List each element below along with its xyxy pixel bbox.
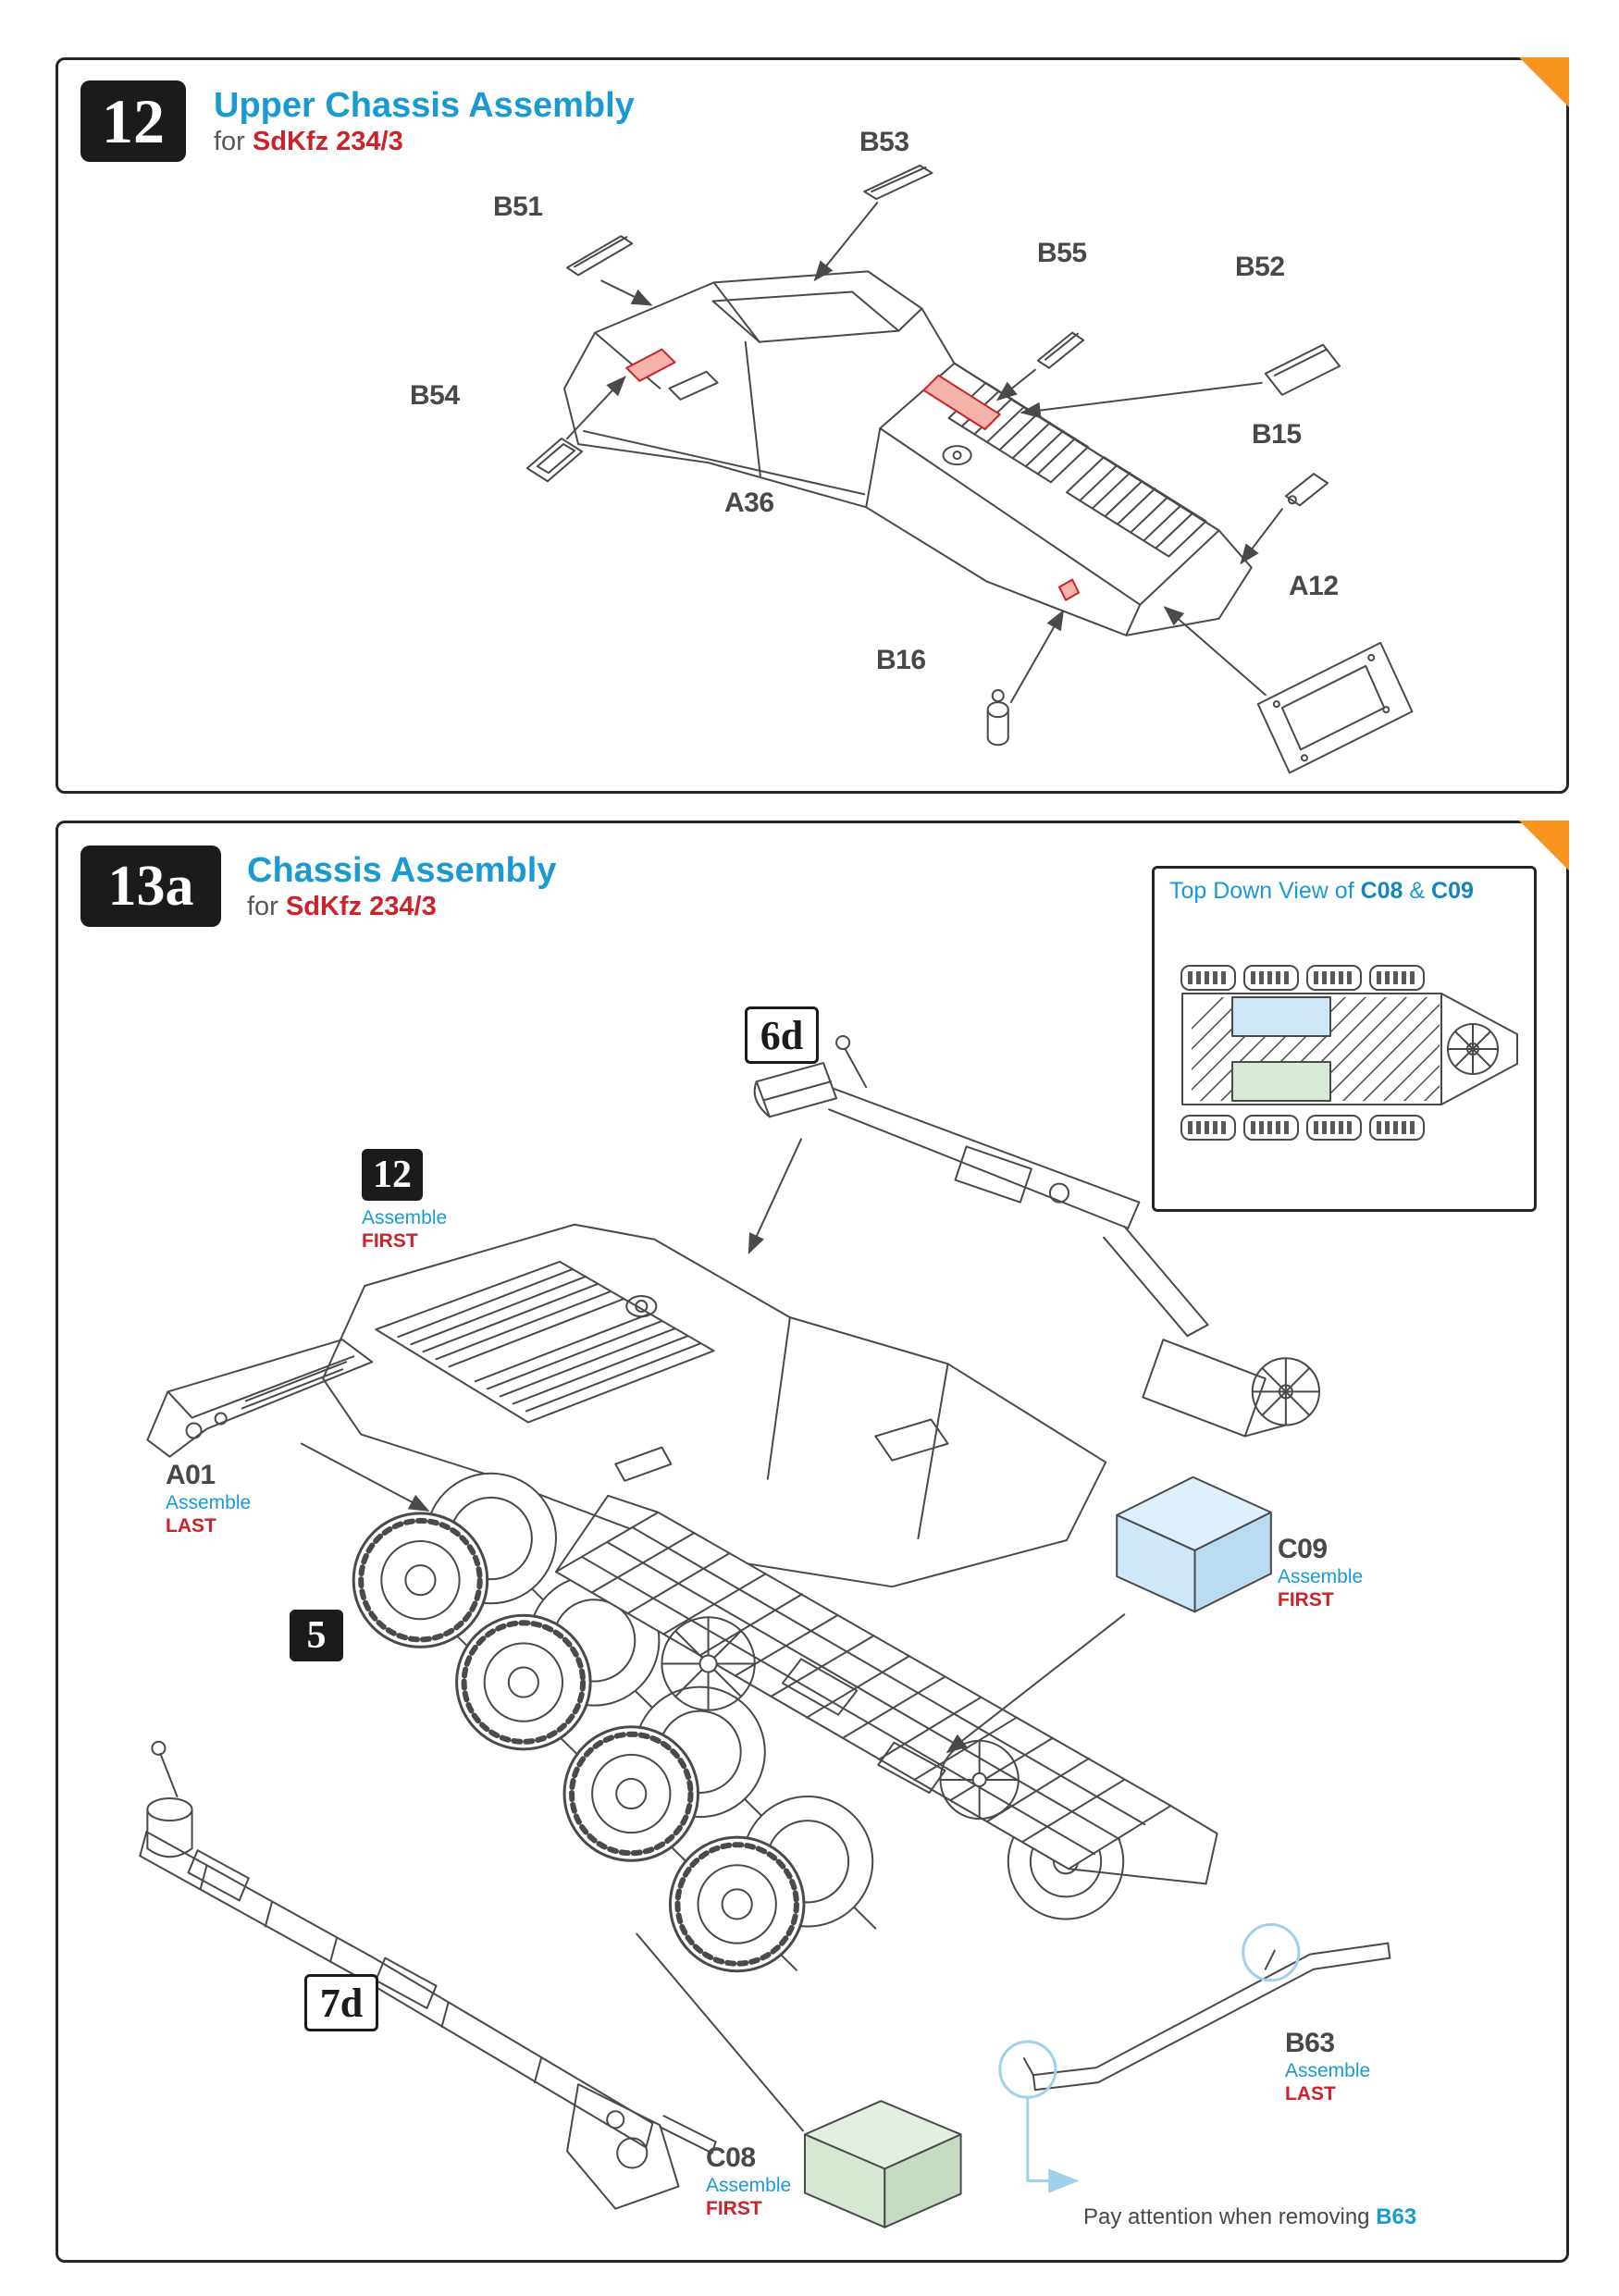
- step-12-title: Upper Chassis Assembly: [214, 86, 635, 125]
- step-13a-subtitle: for SdKfz 234/3: [247, 890, 556, 923]
- part-label-b54: B54: [410, 380, 460, 411]
- corner-fold-icon: [1519, 821, 1569, 870]
- corner-fold-icon: [1519, 57, 1569, 107]
- ref-box-6d: 6d: [745, 1006, 819, 1064]
- step-13a-panel: 13a Chassis Assembly for SdKfz 234/3 Top…: [56, 821, 1569, 2263]
- inset-joiner: &: [1403, 878, 1432, 904]
- upper-hull-illustration: [563, 270, 1253, 636]
- placement-highlights: [625, 348, 1081, 601]
- ref-box-5: 5: [290, 1610, 343, 1661]
- inset-title: Top Down View of C08 & C09: [1155, 869, 1534, 908]
- model-name: SdKfz 234/3: [285, 892, 437, 921]
- part-label-b51: B51: [493, 191, 543, 222]
- step-12-badge: 12: [80, 80, 186, 162]
- inset-title-prefix: Top Down View of: [1169, 878, 1361, 904]
- part-label-a36: A36: [724, 488, 774, 518]
- assemble-word: Assemble: [706, 2175, 792, 2196]
- inset-c08-highlight: [1231, 1061, 1331, 1102]
- step-12-subtitle: for SdKfz 234/3: [214, 125, 635, 158]
- part-label-b52: B52: [1235, 252, 1285, 282]
- assemble-order: FIRST: [362, 1230, 418, 1252]
- step-13a-titleblock: Chassis Assembly for SdKfz 234/3: [247, 851, 556, 923]
- callout-a01: A01 Assemble LAST: [166, 1460, 251, 1537]
- ref-box-7d: 7d: [304, 1974, 378, 2031]
- assemble-order: LAST: [1285, 2083, 1336, 2105]
- gun-subassembly-6d-illustration: [748, 1034, 1321, 1438]
- step-12-titleblock: Upper Chassis Assembly for SdKfz 234/3: [214, 86, 635, 158]
- note-line-1: Pay attention when removing B63: [1083, 2204, 1417, 2229]
- a01-part-illustration: [146, 1339, 430, 1512]
- inset-part-c08: C08: [1360, 878, 1403, 904]
- c08-box-illustration: [803, 2100, 962, 2228]
- part-label-c09: C09: [1278, 1534, 1328, 1564]
- part-label-b16: B16: [876, 645, 926, 675]
- assemble-order: FIRST: [1278, 1589, 1334, 1611]
- step-13a-badge: 13a: [80, 846, 221, 927]
- callout-b63: B63 Assemble LAST: [1285, 2028, 1370, 2105]
- for-label: for: [247, 892, 286, 921]
- inset-part-c09: C09: [1431, 878, 1474, 904]
- chassis-subassembly-illustration: [352, 1472, 1218, 2132]
- assemble-order: LAST: [166, 1515, 216, 1537]
- note-text: Pay attention when removing B63 from the…: [1083, 2131, 1509, 2296]
- inset-c09-highlight: [1231, 996, 1331, 1037]
- step-13a-drawing: [139, 1034, 1391, 2228]
- step-12-panel: 12 Upper Chassis Assembly for SdKfz 234/…: [56, 57, 1569, 794]
- assemble-word: Assemble: [166, 1492, 252, 1513]
- assemble-word: Assemble: [1278, 1566, 1364, 1587]
- ref-box-12: 12: [362, 1149, 423, 1201]
- callout-c08: C08 Assemble FIRST: [706, 2142, 791, 2220]
- assemble-word: Assemble: [362, 1207, 448, 1228]
- assemble-word: Assemble: [1285, 2060, 1371, 2081]
- part-label-a12: A12: [1289, 571, 1339, 601]
- part-label-b15: B15: [1252, 419, 1302, 450]
- part-label-c08: C08: [706, 2142, 756, 2173]
- top-down-view-inset: Top Down View of C08 & C09: [1152, 866, 1537, 1212]
- c09-box-illustration: [945, 1475, 1272, 1754]
- assembly-arrows: [566, 202, 1283, 704]
- b63-attention-circles: [998, 1923, 1301, 2193]
- part-label-b53: B53: [859, 127, 909, 157]
- part-label-b63: B63: [1285, 2028, 1335, 2058]
- b63-bumper-illustration: [1022, 1942, 1391, 2092]
- inset-drawing: [1180, 965, 1518, 1141]
- callout-c09: C09 Assemble FIRST: [1278, 1534, 1363, 1611]
- model-name: SdKfz 234/3: [252, 127, 403, 156]
- part-label-a01: A01: [166, 1460, 216, 1490]
- part-label-b55: B55: [1037, 238, 1087, 268]
- step-13a-title: Chassis Assembly: [247, 851, 557, 890]
- loose-parts-illustrations: [525, 164, 1414, 774]
- step-12-drawing: [525, 164, 1414, 774]
- callout-step12: Assemble FIRST: [362, 1206, 447, 1253]
- assemble-order: FIRST: [706, 2198, 762, 2219]
- inset-wheels: [1180, 965, 1425, 1141]
- for-label: for: [214, 127, 253, 156]
